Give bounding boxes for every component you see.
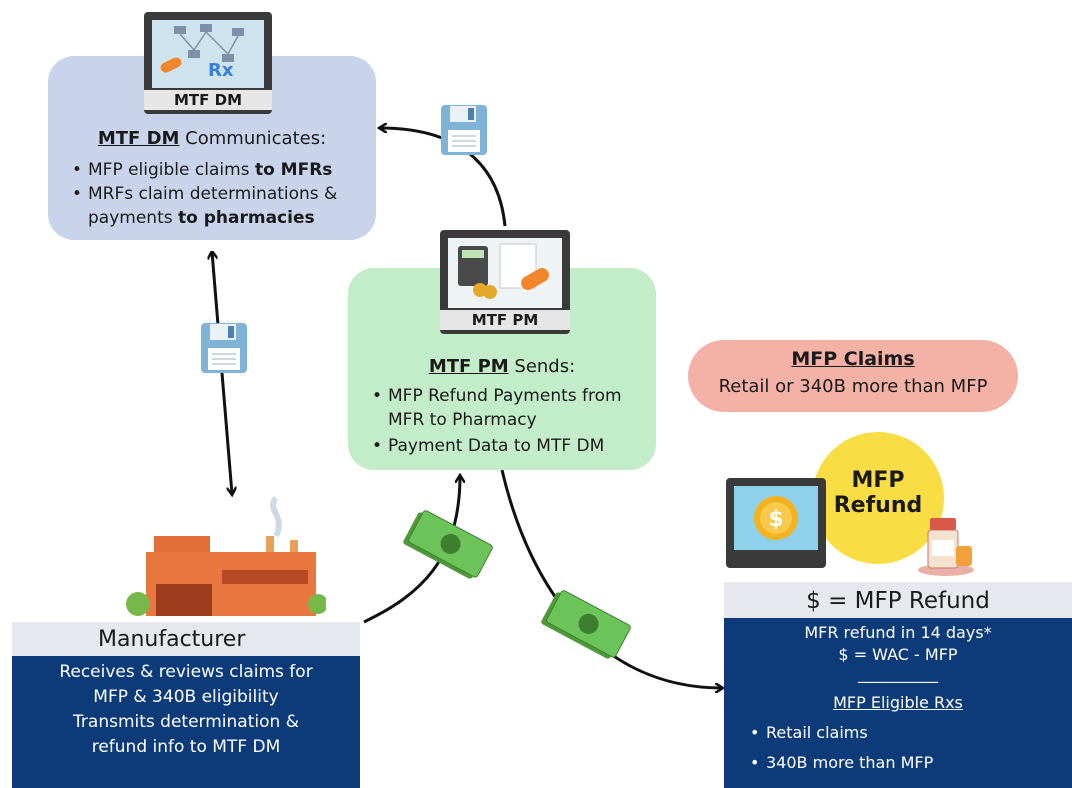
manufacturer-header: Manufacturer — [12, 622, 360, 658]
mtf-dm-title-bold: MTF DM — [97, 128, 180, 149]
manufacturer-line: MFP & 340B eligibility — [93, 687, 279, 707]
mtf-dm-title-rest: Communicates: — [179, 128, 327, 149]
refund-subtitle: MFP Eligible Rxs — [833, 693, 963, 712]
floppy-disk-icon — [201, 323, 247, 373]
refund-line1: MFR refund in 14 days* — [804, 623, 992, 642]
mtf-pm-monitor-icon: MTF PM — [440, 230, 570, 334]
mtf-dm-monitor-icon: Rx MTF DM — [144, 12, 272, 114]
arrow-pm-to-dm — [380, 128, 507, 227]
mtf-dm-item: MRFs claim determinations & payments to … — [66, 182, 366, 230]
mtf-dm-monitor-label: MTF DM — [144, 90, 272, 110]
refund-item: 340B more than MFP — [744, 748, 1072, 778]
refund-body: MFR refund in 14 days* $ = WAC - MFP ___… — [724, 618, 1072, 788]
money-icon — [541, 590, 631, 659]
money-icon — [403, 510, 493, 579]
manufacturer-line: Transmits determination & — [73, 712, 299, 732]
mtf-dm-item: MFP eligible claims to MFRs — [66, 158, 366, 182]
manufacturer-body: Receives & reviews claims for MFP & 340B… — [12, 656, 360, 788]
refund-divider: __________ — [858, 664, 938, 683]
refund-line2: $ = WAC - MFP — [838, 645, 958, 664]
mfp-claims-title: MFP Claims — [791, 348, 915, 370]
dollar-symbol: $ — [768, 507, 783, 532]
refund-item: Retail claims — [744, 718, 1072, 748]
manufacturer-line: refund info to MTF DM — [91, 737, 281, 757]
mtf-pm-list: MFP Refund Payments from MFR to Pharmacy… — [366, 384, 652, 458]
mfp-refund-circle: MFP Refund — [812, 432, 944, 564]
factory-icon — [126, 496, 326, 616]
mtf-dm-list: MFP eligible claims to MFRs MRFs claim d… — [66, 158, 366, 230]
floppy-disk-icon — [441, 105, 487, 155]
medicine-bottle-icon — [918, 518, 974, 576]
mtf-pm-item: Payment Data to MTF DM — [366, 434, 652, 458]
mtf-pm-monitor-label: MTF PM — [440, 310, 570, 330]
mfp-claims-pill: MFP Claims Retail or 340B more than MFP — [688, 340, 1018, 412]
arrow-manufacturer-to-pm — [363, 476, 460, 624]
refund-header: $ = MFP Refund — [724, 582, 1072, 620]
mtf-pm-item: MFP Refund Payments from MFR to Pharmacy — [366, 384, 652, 432]
refund-monitor-icon: $ — [726, 478, 826, 568]
refund-list: Retail claims 340B more than MFP — [744, 718, 1072, 778]
mtf-pm-title: MTF PM Sends: — [348, 356, 656, 377]
rx-symbol: Rx — [208, 60, 234, 81]
mfp-refund-line1: MFP — [851, 468, 905, 493]
mtf-pm-title-bold: MTF PM — [428, 356, 509, 377]
mfp-refund-line2: Refund — [833, 493, 923, 518]
mfp-claims-subtitle: Retail or 340B more than MFP — [718, 376, 988, 397]
manufacturer-line: Receives & reviews claims for — [59, 662, 313, 682]
mtf-dm-title: MTF DM Communicates: — [48, 128, 376, 149]
mtf-pm-title-rest: Sends: — [508, 356, 576, 377]
